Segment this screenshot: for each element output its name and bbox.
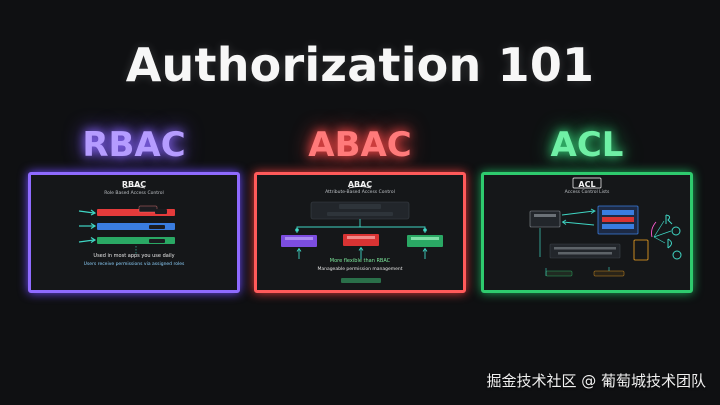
abac-heading: ABAC [308, 125, 412, 165]
abac-section: ABAC ABAC Attribute-Based Access Control [254, 125, 466, 293]
abac-mini-title: ABAC [347, 180, 373, 189]
acl-mini-title: ACL [578, 180, 596, 189]
rbac-footnote: Users receive permissions via assigned r… [83, 262, 185, 267]
rbac-mini-title: RBAC [121, 180, 147, 189]
page-title: Authorization 101 [125, 38, 595, 92]
watermark: 掘金技术社区 @ 葡萄城技术团队 [486, 372, 706, 390]
acl-diagram [529, 177, 682, 277]
rbac-heading: RBAC [82, 125, 186, 165]
rbac-section: RBAC RBAC Role Based Access Control [28, 125, 240, 293]
abac-diagram-card: ABAC Attribute-Based Access Control [254, 172, 466, 293]
rbac-diagram [78, 186, 175, 255]
abac-footnote: Manageable permission management [317, 267, 403, 272]
abac-diagram [281, 186, 443, 283]
rbac-diagram-card: RBAC Role Based Access Control Used in m… [28, 172, 240, 293]
acl-diagram-card: ACL Access Control Lists [481, 172, 693, 293]
abac-footer-text: More flexible than RBAC [329, 258, 391, 264]
acl-mini-subtitle: Access Control Lists [564, 190, 610, 195]
acl-heading: ACL [550, 125, 624, 165]
rbac-mini-subtitle: Role Based Access Control [104, 191, 164, 196]
acl-section: ACL ACL Access Control Lists [481, 125, 693, 293]
rbac-footer-text: Used in most apps you use daily [93, 253, 175, 259]
abac-mini-subtitle: Attribute-Based Access Control [325, 190, 395, 195]
